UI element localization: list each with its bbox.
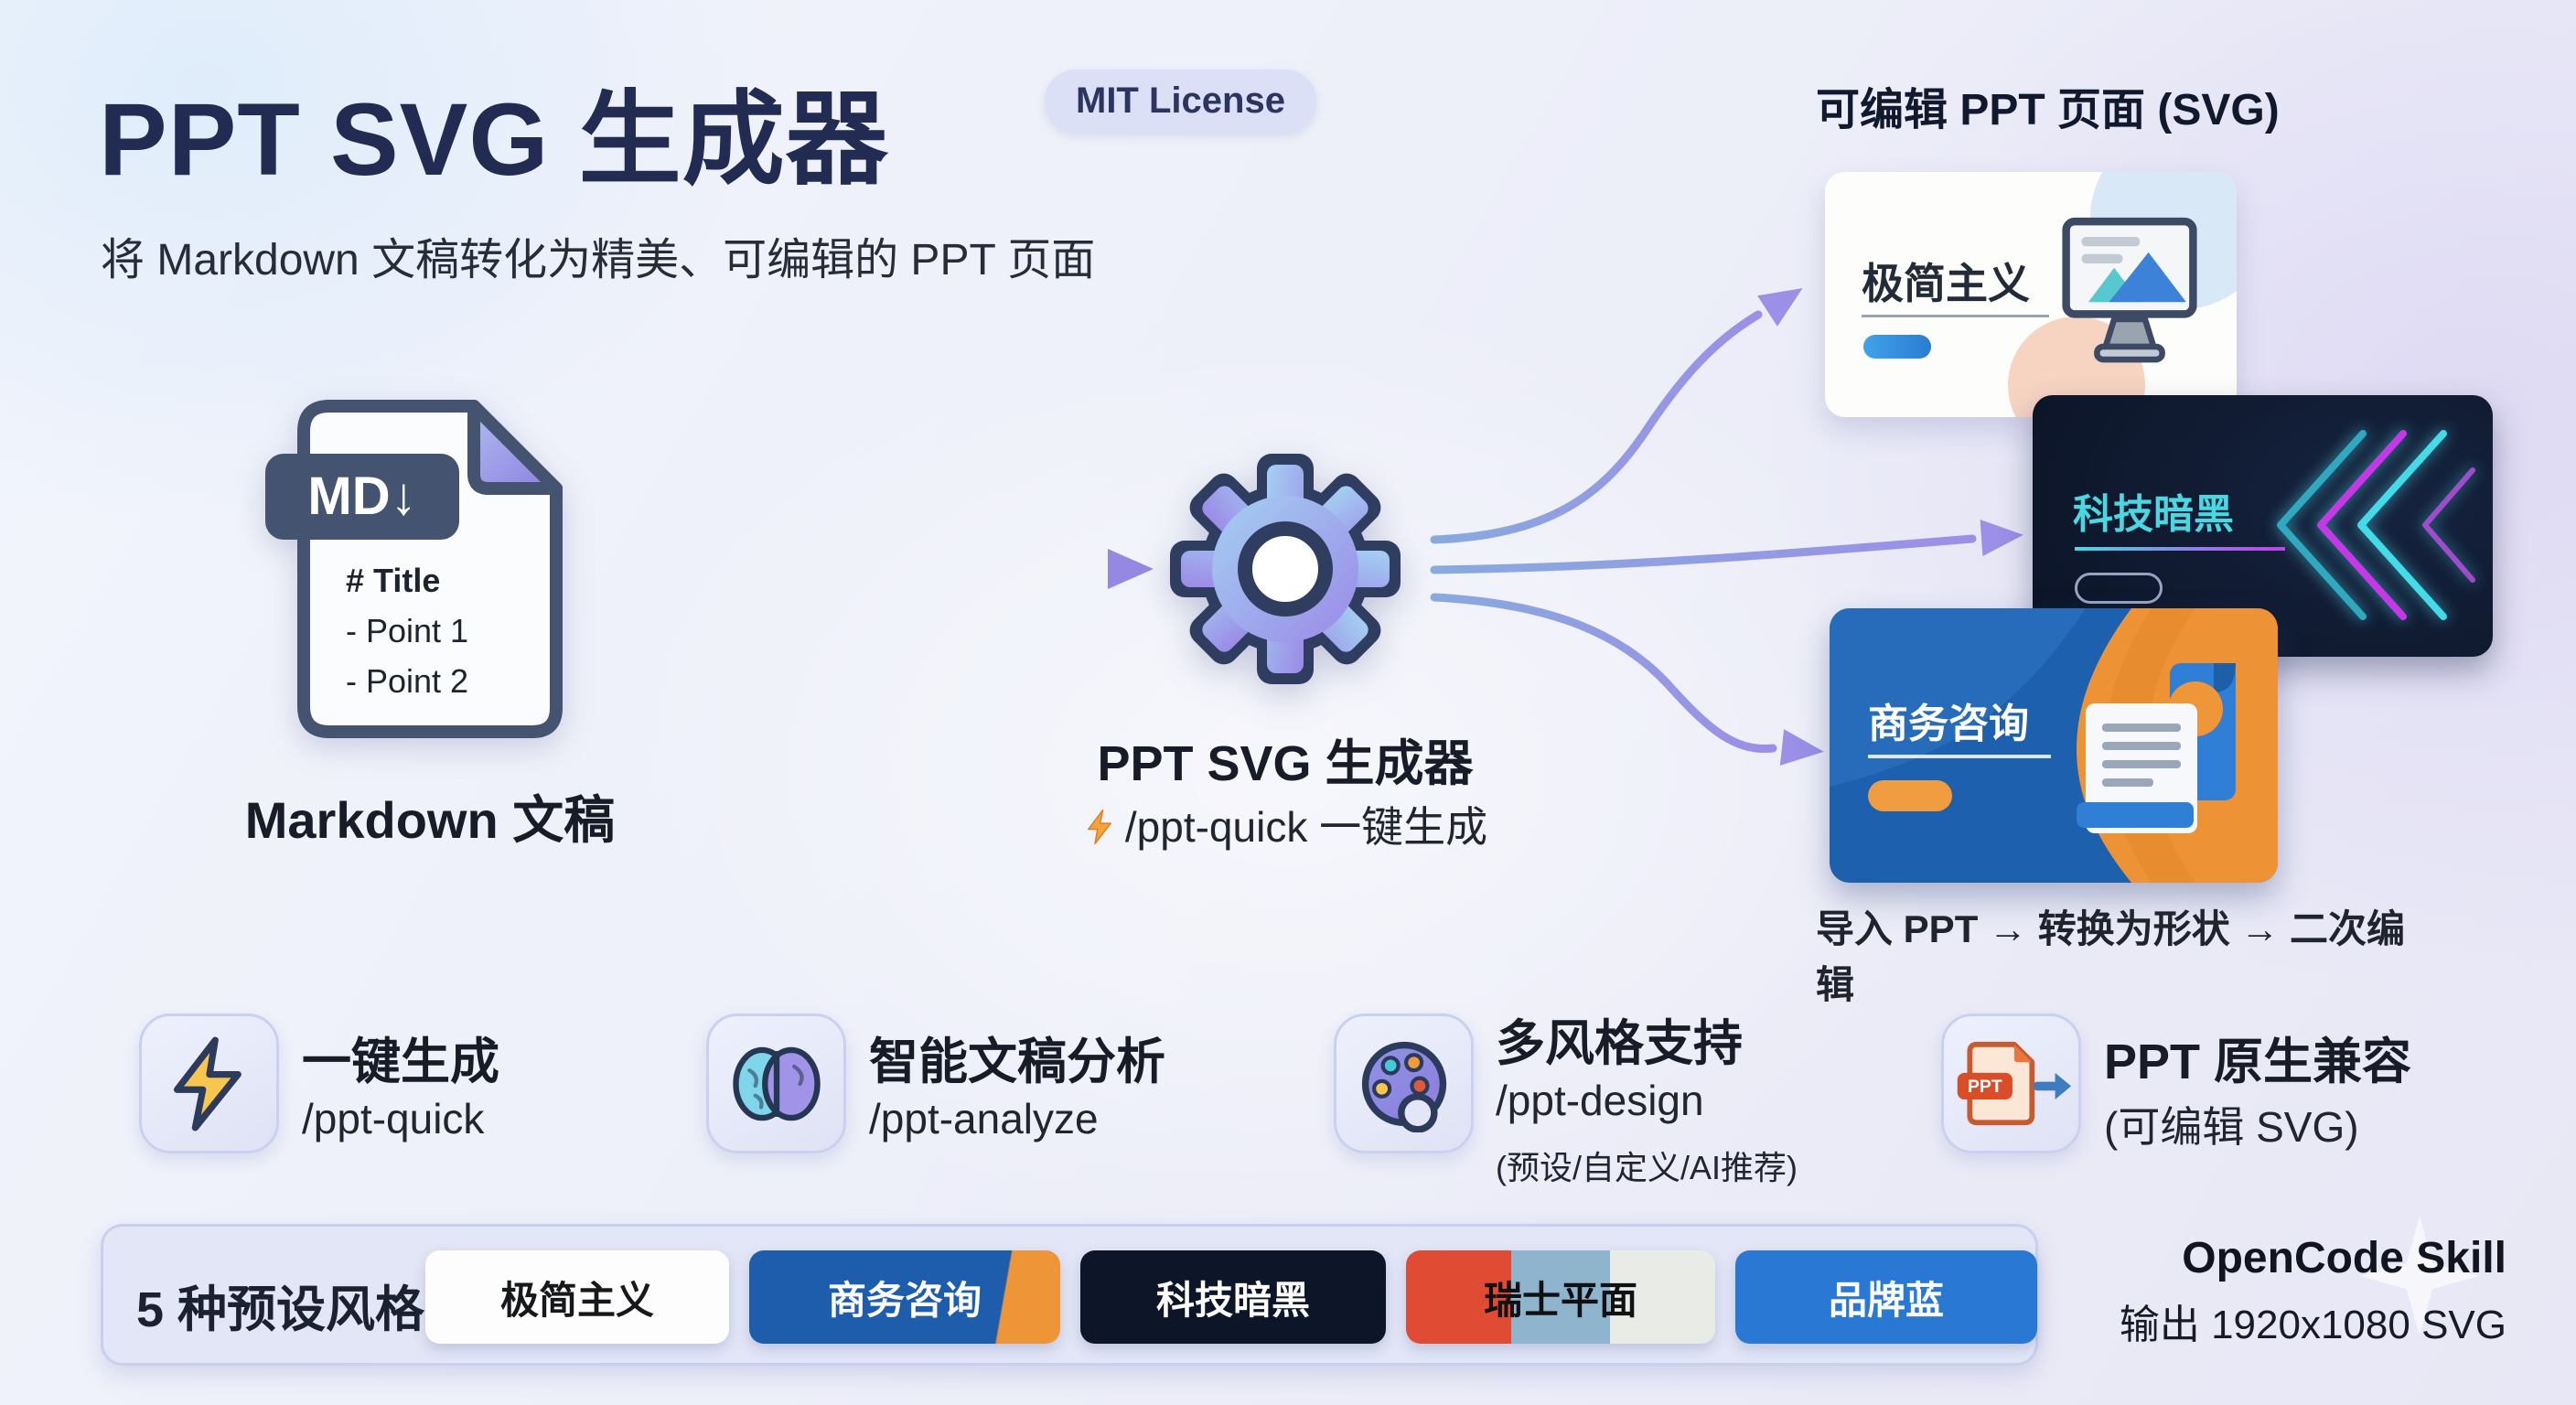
processor-name: PPT SVG 生成器 bbox=[1097, 736, 1474, 791]
md-line-title: # Title bbox=[346, 562, 440, 599]
preset-styles-panel: 5 种预设风格 极简主义 商务咨询 科技暗黑 瑞士平面 品牌蓝 bbox=[101, 1224, 2038, 1366]
preset-styles-label: 5 种预设风格 bbox=[136, 1282, 425, 1337]
style-chip-minimal: 极简主义 bbox=[425, 1250, 729, 1344]
footer-brand: OpenCode Skill bbox=[2182, 1234, 2506, 1282]
outputs-caption: 导入 PPT → 转换为形状 → 二次编辑 bbox=[1816, 907, 2406, 1006]
processor-command-text: /ppt-quick 一键生成 bbox=[1124, 803, 1488, 851]
palette-icon bbox=[1361, 1041, 1446, 1132]
processor-command: /ppt-quick 一键生成 bbox=[1006, 794, 1564, 854]
style-chip-swiss: 瑞士平面 bbox=[1406, 1250, 1715, 1344]
feature-icon-box-design bbox=[1334, 1014, 1474, 1153]
md-badge-label: MD↓ bbox=[307, 467, 416, 526]
md-badge-bg bbox=[265, 454, 459, 540]
style-chip-brand-blue-label: 品牌蓝 bbox=[1828, 1278, 1944, 1322]
page-title: PPT SVG 生成器 bbox=[99, 82, 889, 197]
style-chip-tech-dark-label: 科技暗黑 bbox=[1155, 1278, 1310, 1322]
feature-note-design: (预设/自定义/AI推荐) bbox=[1496, 1149, 1798, 1186]
output-card-minimal: 极简主义 bbox=[1825, 172, 2237, 417]
output-card-business: 商务咨询 bbox=[1830, 608, 2278, 883]
feature-sub-ppt: (可编辑 SVG) bbox=[2104, 1103, 2359, 1151]
input-arrow bbox=[600, 549, 1154, 589]
page-subtitle: 将 Markdown 文稿转化为精美、可编辑的 PPT 页面 bbox=[101, 236, 1096, 284]
minimal-card-underline bbox=[1862, 315, 2049, 317]
style-chip-minimal-label: 极简主义 bbox=[499, 1278, 654, 1322]
document-scroll-icon bbox=[2077, 663, 2236, 833]
tech-card-underline bbox=[2075, 547, 2285, 551]
style-chip-swiss-label: 瑞士平面 bbox=[1483, 1278, 1637, 1322]
tech-card-title: 科技暗黑 bbox=[2073, 492, 2234, 537]
feature-icon-box-ppt: PPT bbox=[1941, 1014, 2081, 1153]
neon-chevrons-icon bbox=[2277, 430, 2475, 620]
style-chip-brand-blue: 品牌蓝 bbox=[1735, 1250, 2037, 1344]
feature-title-analyze: 智能文稿分析 bbox=[869, 1035, 1165, 1089]
ppt-badge-label: PPT bbox=[1967, 1077, 2002, 1097]
md-line-point2: - Point 2 bbox=[346, 662, 468, 700]
footer-output-spec: 输出 1920x1080 SVG bbox=[2119, 1303, 2506, 1347]
feature-title-quick: 一键生成 bbox=[302, 1035, 499, 1089]
feature-sub-analyze: /ppt-analyze bbox=[869, 1095, 1099, 1142]
brain-icon bbox=[732, 1046, 821, 1121]
business-card-title: 商务咨询 bbox=[1868, 702, 2029, 746]
business-card-underline bbox=[1868, 755, 2051, 758]
feature-title-ppt: PPT 原生兼容 bbox=[2104, 1035, 2412, 1089]
outputs-heading: 可编辑 PPT 页面 (SVG) bbox=[1816, 86, 2280, 134]
lightning-icon bbox=[173, 1036, 242, 1131]
minimal-card-title: 极简主义 bbox=[1862, 260, 2030, 307]
style-chip-tech-dark: 科技暗黑 bbox=[1080, 1250, 1386, 1344]
monitor-chart-icon bbox=[2062, 217, 2197, 363]
markdown-file-icon: MD↓ # Title - Point 1 - Point 2 bbox=[265, 400, 563, 738]
business-card-pill bbox=[1868, 780, 1952, 811]
style-chip-business-label: 商务咨询 bbox=[827, 1278, 982, 1322]
feature-title-design: 多风格支持 bbox=[1496, 1016, 1743, 1071]
style-chip-business: 商务咨询 bbox=[749, 1250, 1060, 1344]
gear-icon bbox=[1170, 454, 1401, 684]
license-badge: MIT License bbox=[1045, 70, 1316, 133]
markdown-label: Markdown 文稿 bbox=[244, 791, 616, 849]
output-arrows bbox=[1430, 287, 2023, 766]
minimal-card-pill bbox=[1863, 335, 1931, 359]
feature-sub-quick: /ppt-quick bbox=[302, 1095, 485, 1142]
md-line-point1: - Point 1 bbox=[346, 612, 468, 649]
ppt-export-icon: PPT bbox=[1957, 1041, 2071, 1125]
bolt-icon bbox=[1087, 809, 1111, 845]
feature-sub-design: /ppt-design bbox=[1496, 1077, 1704, 1124]
feature-icon-box-quick bbox=[139, 1014, 279, 1153]
tech-card-pill bbox=[2075, 573, 2163, 604]
feature-icon-box-analyze bbox=[706, 1014, 846, 1153]
